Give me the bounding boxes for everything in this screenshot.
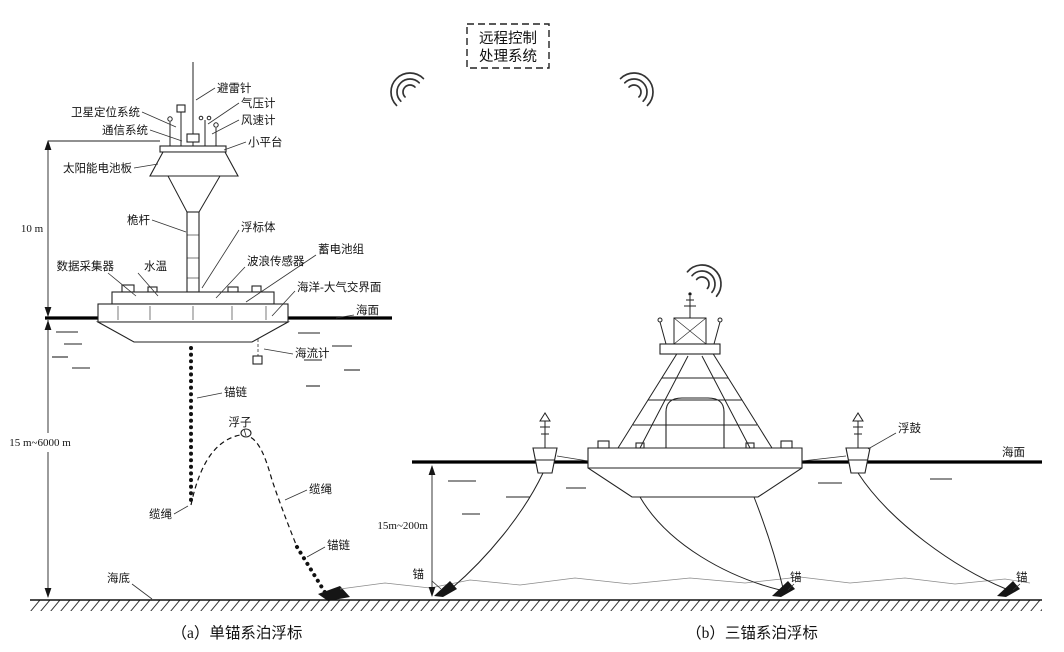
label-ocean-atmosphere-interface: 海洋-大气交界面 <box>297 280 381 294</box>
anchor-chain-lower-shape <box>295 545 328 596</box>
label-sea-surface-right: 海面 <box>1002 445 1025 459</box>
remote-control-label-line1: 远程控制 <box>479 30 537 47</box>
single-anchor-buoy-drawing <box>95 62 350 601</box>
seabed-ground <box>30 599 1042 611</box>
buoy-hull <box>95 284 291 343</box>
label-solar-panel: 太阳能电池板 <box>63 161 132 175</box>
water-ripples-left <box>52 331 360 387</box>
label-current-meter: 海流计 <box>295 346 330 360</box>
current-meter-shape <box>252 339 263 365</box>
label-seabed: 海底 <box>107 571 130 585</box>
mast-rungs <box>187 234 199 279</box>
mooring-lines <box>451 472 1007 591</box>
label-lightning-rod: 避雷针 <box>217 81 252 95</box>
label-anchor-chain-upper: 锚链 <box>224 385 247 399</box>
label-communication-system: 通信系统 <box>102 124 148 137</box>
label-cable-right: 缆绳 <box>309 482 332 496</box>
label-anchor-middle: 锚 <box>790 570 802 584</box>
water-ripples-right <box>448 478 952 515</box>
anchor-shape-single <box>318 586 350 601</box>
label-anchor-chain-lower: 锚链 <box>327 538 350 552</box>
label-barometer: 气压计 <box>241 96 276 110</box>
mast-taper-shape <box>167 175 221 213</box>
label-float-drum: 浮鼓 <box>898 421 921 435</box>
anchor-shape-left <box>434 581 457 597</box>
wireless-signal-icon <box>382 64 425 107</box>
label-sea-surface-left: 海面 <box>356 303 379 317</box>
cable-shape <box>190 434 298 548</box>
mast-shape <box>186 211 200 293</box>
float-shape <box>240 428 252 438</box>
remote-control-box: 远程控制 处理系统 <box>466 23 550 69</box>
label-satellite-positioning: 卫星定位系统 <box>71 105 140 119</box>
seabed-terrain-line <box>339 576 1031 590</box>
anchor-shape-right <box>997 581 1020 597</box>
small-platform-shape <box>159 145 227 153</box>
solar-panel-shape <box>149 151 239 177</box>
bridle-right <box>801 455 847 462</box>
float-drum-left <box>532 412 558 474</box>
left-dimension-lines: 10 m 15 m~6000 m <box>9 140 160 598</box>
label-water-temperature: 水温 <box>144 259 167 273</box>
right-buoy-tower <box>617 292 773 449</box>
bridle-left <box>556 455 589 462</box>
right-dimension-line: 15m~200m <box>377 465 436 597</box>
label-anchor-right: 锚 <box>1016 570 1028 584</box>
left-diagram-labels: 避雷针 气压计 卫星定位系统 风速计 通信系统 小平台 太阳能电池板 桅杆 浮标… <box>57 81 381 600</box>
right-buoy-hull <box>587 397 803 498</box>
wireless-signal-icon <box>619 64 662 107</box>
caption-three-anchor: （b）三锚系泊浮标 <box>686 624 818 642</box>
right-diagram-labels: 浮鼓 海面 锚 锚 锚 <box>413 421 1028 591</box>
label-buoy-body: 浮标体 <box>241 220 276 234</box>
mast-height-dimension: 10 m <box>21 223 44 235</box>
remote-control-label-line2: 处理系统 <box>479 48 537 65</box>
float-drum-right <box>845 412 871 474</box>
label-anemometer: 风速计 <box>241 114 276 127</box>
caption-single-anchor: （a）单锚系泊浮标 <box>172 624 303 642</box>
wireless-signal-icon <box>686 256 730 298</box>
label-wave-sensor: 波浪传感器 <box>247 254 305 268</box>
label-cable-left: 缆绳 <box>149 507 172 521</box>
label-float: 浮子 <box>229 416 252 429</box>
label-battery-pack: 蓄电池组 <box>318 242 364 256</box>
mooring-depth-dimension-right: 15m~200m <box>377 520 428 532</box>
label-small-platform: 小平台 <box>248 135 283 149</box>
label-mast: 桅杆 <box>127 213 150 227</box>
mooring-depth-dimension-left: 15 m~6000 m <box>9 437 71 449</box>
anchor-shape-middle <box>772 581 795 597</box>
three-anchor-buoy-drawing <box>339 292 1031 597</box>
label-data-collector: 数据采集器 <box>57 259 115 273</box>
label-anchor-left: 锚 <box>413 567 425 581</box>
